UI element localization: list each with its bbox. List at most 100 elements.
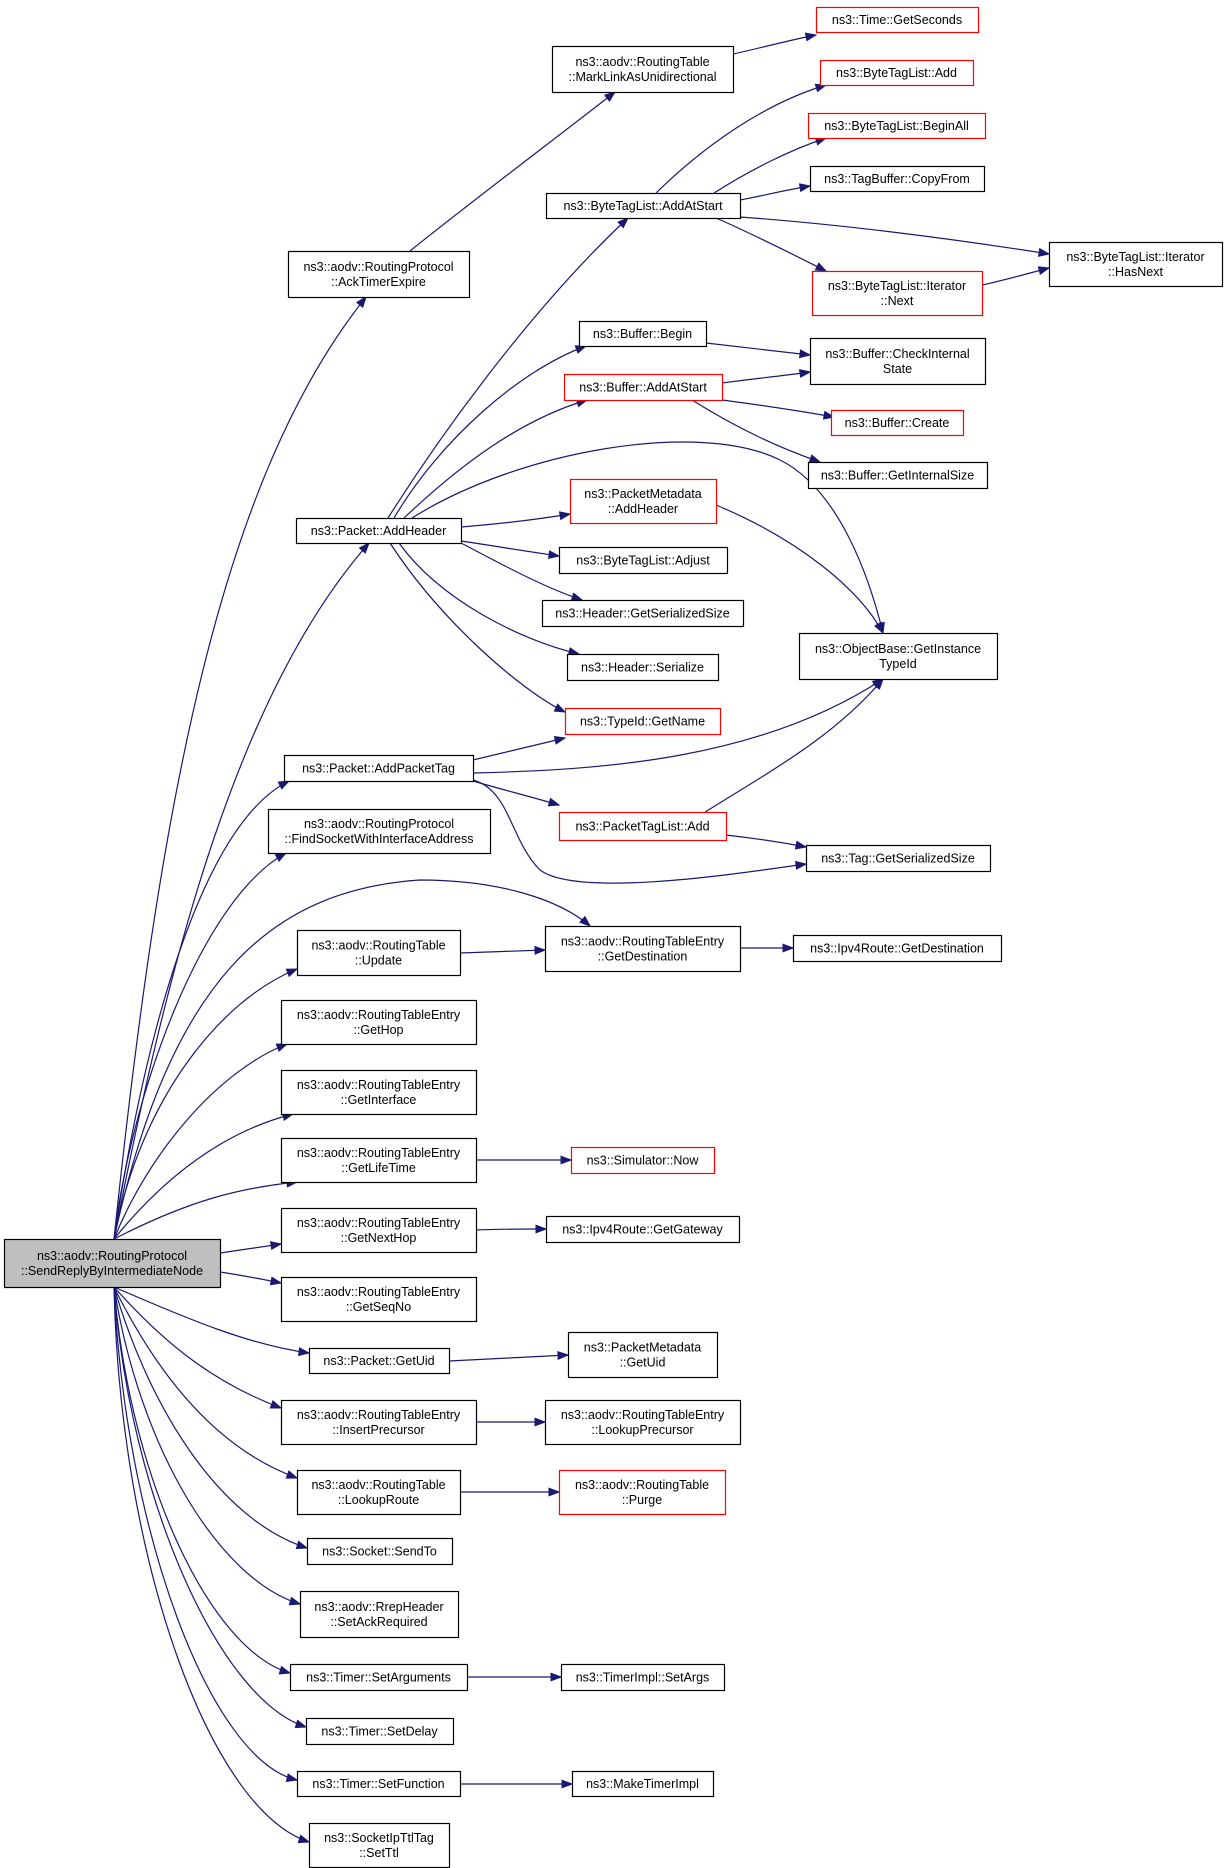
edge-arrowhead <box>274 852 288 863</box>
edge-root-to-rrepSetAckRequired <box>113 1286 302 1606</box>
node-box <box>541 599 745 628</box>
node-timerSetFunction[interactable]: ns3::Timer::SetFunction <box>296 1770 462 1798</box>
edge-line <box>113 1286 307 1728</box>
node-btlAdd[interactable]: ns3::ByteTagList::Add <box>819 59 975 87</box>
node-btlIterNext[interactable]: ns3::ByteTagList::Iterator::Next <box>811 270 984 317</box>
node-label-line: ns3::aodv::RoutingTable <box>311 1478 445 1492</box>
node-label-line: ns3::Timer::SetFunction <box>312 1777 444 1791</box>
edge-line <box>460 513 571 528</box>
edge-arrowhead <box>547 797 561 807</box>
edge-ptlAdd-to-objectBaseGetInstanceTypeId <box>704 677 884 813</box>
node-timerSetDelay[interactable]: ns3::Timer::SetDelay <box>305 1717 455 1746</box>
node-box <box>280 1207 478 1254</box>
node-label-line: State <box>883 362 912 376</box>
edge-arrowhead <box>558 511 572 521</box>
edge-packetAddHeader-to-btlAddAtStart <box>387 217 630 519</box>
edge-arrowhead <box>1037 247 1051 257</box>
node-timerSetArguments[interactable]: ns3::Timer::SetArguments <box>289 1663 469 1692</box>
node-btlAddAtStart[interactable]: ns3::ByteTagList::AddAtStart <box>545 192 742 220</box>
node-headerGetSerializedSize[interactable]: ns3::Header::GetSerializedSize <box>541 599 745 628</box>
node-box <box>295 517 463 545</box>
node-box <box>545 1215 741 1244</box>
edge-rteGetNextHop-to-ipv4RouteGetGateway <box>475 1224 548 1234</box>
node-bufferAddAtStart[interactable]: ns3::Buffer::AddAtStart <box>563 373 724 402</box>
node-packetAddPacketTag[interactable]: ns3::Packet::AddPacketTag <box>283 754 475 783</box>
node-rteGetHop[interactable]: ns3::aodv::RoutingTableEntry::GetHop <box>280 999 478 1046</box>
node-bufferCreate[interactable]: ns3::Buffer::Create <box>830 409 965 437</box>
node-label-line: ns3::MakeTimerImpl <box>586 1777 699 1791</box>
node-rrepSetAckRequired[interactable]: ns3::aodv::RrepHeader::SetAckRequired <box>299 1590 460 1639</box>
edge-arrowhead <box>874 621 884 635</box>
node-root[interactable]: ns3::aodv::RoutingProtocol::SendReplyByI… <box>3 1238 222 1289</box>
node-btlAdjust[interactable]: ns3::ByteTagList::Adjust <box>558 546 729 575</box>
node-pmAddHeader[interactable]: ns3::PacketMetadata::AddHeader <box>569 478 718 525</box>
node-ackTimerExpire[interactable]: ns3::aodv::RoutingProtocol::AckTimerExpi… <box>287 250 471 299</box>
edge-rteGetLifeTime-to-simulatorNow <box>476 1155 573 1165</box>
edge-arrowhead <box>782 943 795 953</box>
node-label-line: ns3::aodv::RrepHeader <box>314 1600 443 1614</box>
node-box <box>558 546 729 575</box>
node-label-line: ns3::ObjectBase::GetInstance <box>815 642 981 656</box>
node-makeTimerImpl[interactable]: ns3::MakeTimerImpl <box>571 1770 715 1798</box>
node-label-line: ::GetNextHop <box>341 1231 417 1245</box>
node-rteGetDestination[interactable]: ns3::aodv::RoutingTableEntry::GetDestina… <box>544 925 742 973</box>
node-headerSerialize[interactable]: ns3::Header::Serialize <box>566 653 720 682</box>
node-simulatorNow[interactable]: ns3::Simulator::Now <box>570 1146 716 1175</box>
node-bufferGetInternalSize[interactable]: ns3::Buffer::GetInternalSize <box>807 461 989 490</box>
node-rteInsertPrecursor[interactable]: ns3::aodv::RoutingTableEntry::InsertPrec… <box>280 1399 478 1446</box>
node-rteGetInterface[interactable]: ns3::aodv::RoutingTableEntry::GetInterfa… <box>280 1069 478 1116</box>
node-label-line: ::SetAckRequired <box>330 1615 427 1629</box>
edge-packetAddPacketTag-to-typeIdGetName <box>472 735 567 761</box>
edge-btlAddAtStart-to-btlIterNext <box>715 217 828 272</box>
node-label-line: ns3::aodv::RoutingTableEntry <box>561 935 725 949</box>
node-box <box>280 1399 478 1446</box>
node-label-line: ns3::Simulator::Now <box>587 1154 700 1168</box>
node-packetAddHeader[interactable]: ns3::Packet::AddHeader <box>295 517 463 545</box>
edge-arrowhead <box>535 1224 548 1234</box>
node-rteGetLifeTime[interactable]: ns3::aodv::RoutingTableEntry::GetLifeTim… <box>280 1137 478 1184</box>
node-box <box>819 59 975 87</box>
edge-line <box>725 834 807 848</box>
node-packetGetUid[interactable]: ns3::Packet::GetUid <box>308 1347 451 1375</box>
node-pmGetUid[interactable]: ns3::PacketMetadata::GetUid <box>567 1331 719 1379</box>
node-rteLookupPrecursor[interactable]: ns3::aodv::RoutingTableEntry::LookupPrec… <box>544 1399 742 1446</box>
node-ptlAdd[interactable]: ns3::PacketTagList::Add <box>558 811 728 842</box>
node-markLink[interactable]: ns3::aodv::RoutingTable::MarkLinkAsUnidi… <box>551 45 735 94</box>
edge-packetAddHeader-to-typeIdGetName <box>389 542 567 713</box>
edge-root-to-packetAddPacketTag <box>113 780 291 1240</box>
node-label-line: ns3::Time::GetSeconds <box>832 13 962 27</box>
node-rtPurge[interactable]: ns3::aodv::RoutingTable::Purge <box>558 1469 727 1516</box>
node-label-line: ns3::aodv::RoutingProtocol <box>37 1249 187 1263</box>
node-rtLookupRoute[interactable]: ns3::aodv::RoutingTable::LookupRoute <box>296 1469 462 1516</box>
node-typeIdGetName[interactable]: ns3::TypeId::GetName <box>564 707 722 736</box>
node-bufferBegin[interactable]: ns3::Buffer::Begin <box>578 320 708 348</box>
node-ipv4RouteGetDestination[interactable]: ns3::Ipv4Route::GetDestination <box>792 934 1003 963</box>
edge-packetAddPacketTag-to-ptlAdd <box>472 780 561 807</box>
node-timeGetSeconds[interactable]: ns3::Time::GetSeconds <box>815 6 980 34</box>
edge-arrowhead <box>534 945 547 955</box>
node-btlIterHasNext[interactable]: ns3::ByteTagList::Iterator::HasNext <box>1048 241 1224 288</box>
node-rtUpdate[interactable]: ns3::aodv::RoutingTable::Update <box>296 929 462 977</box>
node-timerImplSetArgs[interactable]: ns3::TimerImpl::SetArgs <box>560 1663 726 1692</box>
edge-pmAddHeader-to-objectBaseGetInstanceTypeId <box>715 504 884 635</box>
edge-arrowhead <box>808 454 822 463</box>
node-box <box>267 808 492 855</box>
node-socketSendTo[interactable]: ns3::Socket::SendTo <box>306 1537 454 1566</box>
node-btlBeginAll[interactable]: ns3::ByteTagList::BeginAll <box>807 112 987 140</box>
edge-line <box>715 217 827 272</box>
node-rteGetSeqNo[interactable]: ns3::aodv::RoutingTableEntry::GetSeqNo <box>280 1276 478 1323</box>
edge-arrowhead <box>550 1672 563 1682</box>
edge-line <box>460 540 560 557</box>
edge-arrowhead <box>1037 266 1051 276</box>
node-tagGetSerializedSize[interactable]: ns3::Tag::GetSerializedSize <box>805 844 992 873</box>
node-label-line: ns3::SocketIpTtlTag <box>324 1831 434 1845</box>
node-rteGetNextHop[interactable]: ns3::aodv::RoutingTableEntry::GetNextHop <box>280 1207 478 1254</box>
node-ipv4RouteGetGateway[interactable]: ns3::Ipv4Route::GetGateway <box>545 1215 741 1244</box>
node-findSocket[interactable]: ns3::aodv::RoutingProtocol::FindSocketWi… <box>267 808 492 855</box>
edge-line <box>721 371 811 384</box>
edge-line <box>721 399 835 418</box>
node-socketIpTtlTagSetTtl[interactable]: ns3::SocketIpTtlTag::SetTtl <box>308 1822 451 1868</box>
node-tagBufferCopyFrom[interactable]: ns3::TagBuffer::CopyFrom <box>809 165 986 193</box>
